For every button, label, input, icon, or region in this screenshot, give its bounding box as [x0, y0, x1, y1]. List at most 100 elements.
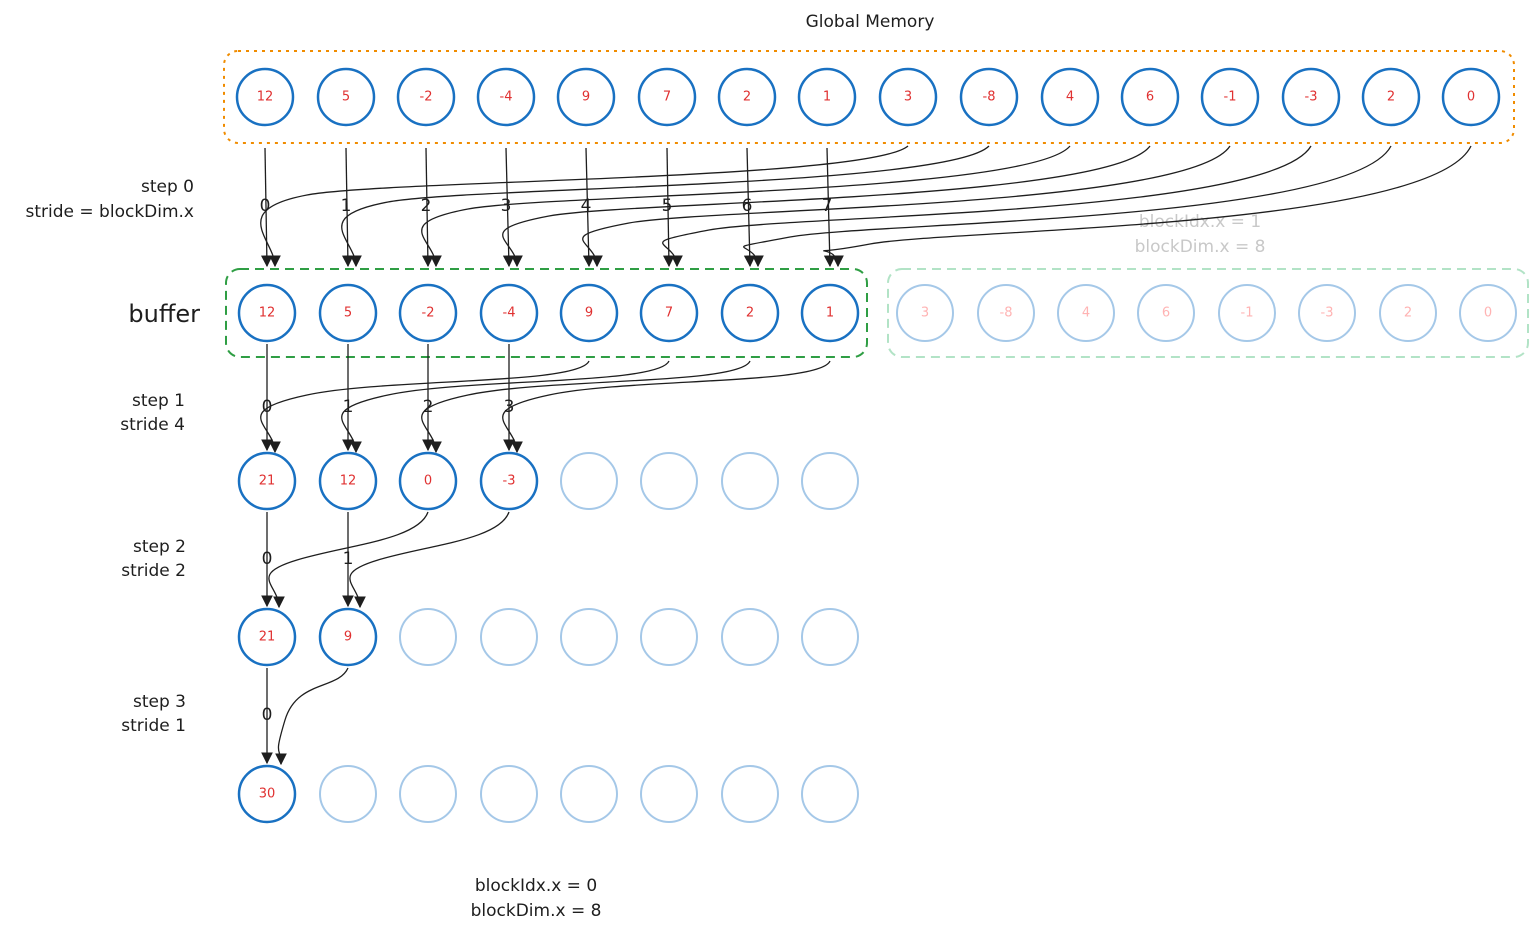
step1-node [398, 451, 458, 511]
buffer-block1-node [896, 284, 954, 342]
step0-straight-arrow [421, 147, 434, 268]
step0-straight-arrow [260, 147, 273, 268]
global-memory-value: 4 [1066, 90, 1074, 105]
step0-straight-arrow [662, 147, 675, 268]
buffer-value: 7 [665, 306, 673, 321]
step2-empty-node [480, 608, 538, 666]
buffer-node [318, 283, 378, 343]
buffer-node [479, 283, 539, 343]
step3-node [237, 764, 297, 824]
step0-index-label: 3 [501, 196, 512, 216]
global-memory-node [1120, 67, 1180, 127]
global-memory-value: 7 [663, 90, 671, 105]
step1-index-label: 3 [504, 397, 515, 417]
step1-node [237, 451, 297, 511]
buffer-value: -4 [503, 306, 516, 321]
buffer-node [720, 283, 780, 343]
step1-line2: stride 4 [120, 415, 185, 435]
step1-empty-node [560, 452, 618, 510]
step0-straight-arrow [582, 147, 595, 268]
step2-line1: step 2 [133, 537, 186, 557]
step3-line2: stride 1 [121, 716, 186, 736]
buffer-block1-value: -3 [1321, 306, 1334, 321]
buffer-value: 12 [259, 306, 276, 321]
buffer-value: 9 [585, 306, 593, 321]
global-memory-value: 2 [743, 90, 751, 105]
step1-curved-arrow [260, 360, 590, 454]
step3-value: 30 [259, 787, 276, 802]
step0-line2: stride = blockDim.x [26, 202, 194, 222]
step0-index-label: 4 [581, 196, 592, 216]
step3-empty-node [801, 765, 859, 823]
step2-empty-node [399, 608, 457, 666]
buffer-block1-value: 4 [1082, 306, 1090, 321]
step2-index-label: 1 [343, 549, 354, 569]
step0-curved-arrow [341, 145, 990, 268]
buffer-block1-value: -1 [1241, 306, 1254, 321]
step2-value: 9 [344, 630, 352, 645]
step2-value: 21 [259, 630, 276, 645]
buffer-block1-value: -8 [1000, 306, 1013, 321]
buffer-node [559, 283, 619, 343]
step0-curved-arrow [662, 145, 1312, 268]
global-memory-node [556, 67, 616, 127]
buffer-value: -2 [422, 306, 435, 321]
global-memory-value: 2 [1387, 90, 1395, 105]
buffer-block1-value: 0 [1484, 306, 1492, 321]
step0-index-label: 0 [260, 196, 271, 216]
global-memory-node [797, 67, 857, 127]
buffer-block1-node [1137, 284, 1195, 342]
step1-empty-node [640, 452, 698, 510]
buffer-block1-value: 2 [1404, 306, 1412, 321]
global-memory-node [1281, 67, 1341, 127]
step3-empty-node [480, 765, 538, 823]
step1-value: 21 [259, 474, 276, 489]
step2-empty-node [721, 608, 779, 666]
global-memory-value: -4 [500, 90, 513, 105]
global-memory-value: -3 [1305, 90, 1318, 105]
step1-value: -3 [503, 474, 516, 489]
global-memory-node [396, 67, 456, 127]
step3-index-label: 0 [262, 705, 273, 725]
step0-curved-arrow [582, 145, 1231, 268]
global-memory-value: 5 [342, 90, 350, 105]
buffer-value: 5 [344, 306, 352, 321]
global-memory-value: -1 [1224, 90, 1237, 105]
step0-index-label: 1 [341, 196, 352, 216]
buffer-block1-node [1298, 284, 1356, 342]
global-memory-node [235, 67, 295, 127]
global-memory-title: Global Memory [806, 12, 935, 32]
step3-line1: step 3 [133, 692, 186, 712]
block0-idx: blockIdx.x = 0 [475, 876, 597, 896]
block1-dim: blockDim.x = 8 [1135, 237, 1266, 257]
step0-straight-arrow [743, 147, 756, 268]
step2-index-label: 0 [262, 549, 273, 569]
global-memory-value: 12 [257, 90, 274, 105]
global-memory-value: 0 [1467, 90, 1475, 105]
step3-empty-node [560, 765, 618, 823]
step0-straight-arrow [823, 147, 836, 268]
step2-node [318, 607, 378, 667]
buffer-block1-value: 3 [921, 306, 929, 321]
step2-node [237, 607, 297, 667]
step0-curved-arrow [743, 145, 1392, 268]
global-memory-node [316, 67, 376, 127]
step0-line1: step 0 [141, 177, 194, 197]
step1-curved-arrow [421, 360, 751, 454]
step0-curved-arrow [823, 145, 1472, 268]
buffer-value: 1 [826, 306, 834, 321]
buffer-block1-value: 6 [1162, 306, 1170, 321]
block1-idx: blockIdx.x = 1 [1139, 212, 1261, 232]
global-memory-node [1441, 67, 1501, 127]
step1-node [318, 451, 378, 511]
step1-value: 0 [424, 474, 432, 489]
global-memory-node [717, 67, 777, 127]
buffer-node [398, 283, 458, 343]
global-memory-value: -2 [420, 90, 433, 105]
buffer-block1-node [977, 284, 1035, 342]
step0-index-label: 7 [822, 196, 833, 216]
step2-empty-node [640, 608, 698, 666]
step2-curved-arrow [268, 511, 429, 609]
global-memory-value: 6 [1146, 90, 1154, 105]
